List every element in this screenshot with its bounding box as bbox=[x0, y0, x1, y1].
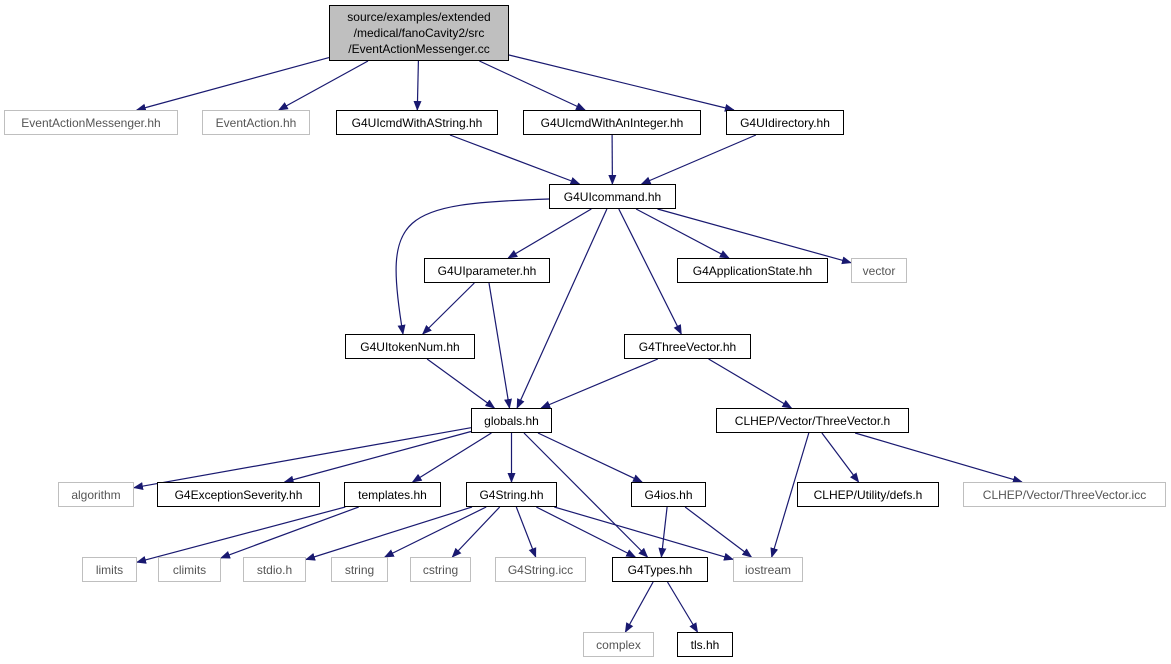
node-iostream: iostream bbox=[733, 557, 803, 582]
edge-uidir-to-uicmd bbox=[640, 134, 757, 185]
edge-root-to-cmdint bbox=[479, 60, 586, 111]
edge-globals-to-excsev bbox=[283, 430, 472, 484]
edge-g4string-to-iostream bbox=[554, 506, 734, 561]
edge-uicmd-to-globals bbox=[516, 208, 608, 409]
node-string: string bbox=[331, 557, 388, 582]
root-line-3: /EventActionMessenger.cc bbox=[348, 42, 490, 56]
edge-globals-to-templates bbox=[411, 432, 492, 483]
node-cstring: cstring bbox=[410, 557, 471, 582]
edge-threevec-to-clhep-tv bbox=[708, 358, 793, 409]
edge-g4string-to-stdio bbox=[305, 506, 473, 561]
edge-uicmd-to-tokennum bbox=[395, 198, 550, 335]
node-ea-hh: EventAction.hh bbox=[202, 110, 310, 135]
edge-root-to-ea-hh bbox=[277, 60, 369, 111]
node-tls[interactable]: tls.hh bbox=[677, 632, 733, 657]
edge-clhep-tv-to-iostream bbox=[770, 432, 810, 558]
node-uidir[interactable]: G4UIdirectory.hh bbox=[726, 110, 844, 135]
node-g4string[interactable]: G4String.hh bbox=[466, 482, 557, 507]
edge-clhep-tv-to-clhep-icc bbox=[854, 432, 1023, 484]
edge-clhep-tv-to-clhep-defs bbox=[821, 432, 860, 483]
edge-root-to-uidir bbox=[508, 54, 735, 112]
edge-uipar-to-globals bbox=[488, 282, 512, 409]
edge-g4string-to-g4types bbox=[536, 506, 637, 558]
node-cmdint[interactable]: G4UIcmdWithAnInteger.hh bbox=[523, 110, 701, 135]
edge-g4types-to-tls bbox=[666, 581, 699, 633]
node-g4ios[interactable]: G4ios.hh bbox=[631, 482, 706, 507]
edge-globals-to-g4types bbox=[523, 432, 649, 558]
node-excsev[interactable]: G4ExceptionSeverity.hh bbox=[157, 482, 320, 507]
node-templates[interactable]: templates.hh bbox=[344, 482, 441, 507]
node-limits: limits bbox=[82, 557, 137, 582]
node-tokennum[interactable]: G4UItokenNum.hh bbox=[345, 334, 475, 359]
node-clhep-icc: CLHEP/Vector/ThreeVector.icc bbox=[963, 482, 1166, 507]
node-climits: climits bbox=[158, 557, 221, 582]
node-threevec[interactable]: G4ThreeVector.hh bbox=[624, 334, 751, 359]
node-complex: complex bbox=[583, 632, 654, 657]
node-appstate[interactable]: G4ApplicationState.hh bbox=[677, 258, 828, 283]
node-cmdstr[interactable]: G4UIcmdWithAString.hh bbox=[336, 110, 498, 135]
node-clhep-defs[interactable]: CLHEP/Utility/defs.h bbox=[797, 482, 939, 507]
node-globals[interactable]: globals.hh bbox=[471, 408, 552, 433]
edge-root-to-cmdstr bbox=[413, 60, 422, 111]
root-line-2: /medical/fanoCavity2/src bbox=[353, 26, 485, 40]
edge-g4string-to-string bbox=[383, 506, 487, 558]
node-eam-hh: EventActionMessenger.hh bbox=[4, 110, 178, 135]
node-vector: vector bbox=[851, 258, 907, 283]
edge-templates-to-limits bbox=[136, 506, 346, 564]
edge-globals-to-g4ios bbox=[537, 432, 643, 483]
edge-threevec-to-globals bbox=[540, 358, 659, 409]
node-stdio: stdio.h bbox=[243, 557, 306, 582]
node-uicmd[interactable]: G4UIcommand.hh bbox=[549, 184, 676, 209]
edge-g4ios-to-g4types bbox=[658, 506, 668, 558]
edge-g4ios-to-iostream bbox=[684, 506, 753, 558]
node-g4string-icc: G4String.icc bbox=[495, 557, 586, 582]
edge-templates-to-climits bbox=[220, 506, 359, 559]
node-g4types[interactable]: G4Types.hh bbox=[612, 557, 708, 582]
edge-g4string-to-cstring bbox=[451, 506, 501, 558]
node-uipar[interactable]: G4UIparameter.hh bbox=[424, 258, 550, 283]
root-line-1: source/examples/extended bbox=[347, 10, 491, 24]
edge-uicmd-to-appstate bbox=[635, 208, 730, 259]
edge-root-to-eam-hh bbox=[135, 57, 330, 112]
edge-g4string-to-g4string-icc bbox=[515, 506, 537, 558]
edges-layer bbox=[133, 54, 1023, 633]
edge-cmdstr-to-uicmd bbox=[449, 134, 581, 185]
edge-uicmd-to-threevec bbox=[618, 208, 682, 335]
root-file-node: source/examples/extended /medical/fanoCa… bbox=[329, 5, 509, 61]
edge-uicmd-to-vector bbox=[657, 208, 852, 265]
edge-uipar-to-tokennum bbox=[421, 282, 475, 335]
edge-uicmd-to-uipar bbox=[507, 208, 592, 259]
edge-g4types-to-complex bbox=[624, 581, 654, 633]
edge-globals-to-algorithm bbox=[133, 427, 472, 491]
node-algorithm: algorithm bbox=[58, 482, 134, 507]
edge-tokennum-to-globals bbox=[426, 358, 496, 409]
node-clhep-tv[interactable]: CLHEP/Vector/ThreeVector.h bbox=[716, 408, 909, 433]
